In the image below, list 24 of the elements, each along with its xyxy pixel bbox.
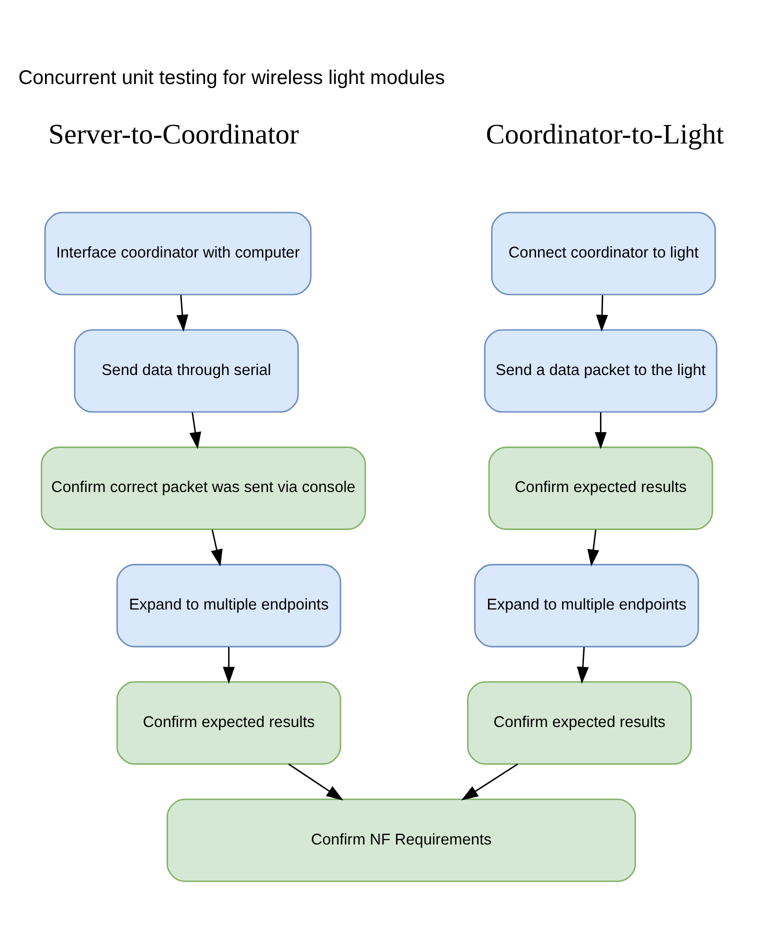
label: Coordinator-to-Light [486, 118, 724, 150]
node-box: Send data through serial [74, 328, 299, 412]
diagram-title: Concurrent unit testing for wireless light modules [18, 66, 445, 89]
arrow [461, 763, 518, 800]
node-box: Interface coordinator with computer [44, 211, 312, 295]
arrow [587, 529, 600, 566]
node-box: Send a data packet to the light [484, 328, 718, 412]
node-box: Confirm expected results [467, 680, 692, 764]
label: Server-to-Coordinator [48, 118, 299, 150]
node-box: Confirm correct packet was sent via console [40, 446, 366, 530]
arrow [210, 529, 223, 566]
arrow [189, 412, 202, 449]
node-box: Connect coordinator to light [491, 211, 716, 295]
node-box: Expand to multiple endpoints [474, 563, 699, 647]
arrow [222, 646, 235, 684]
node-box: Confirm expected results [488, 446, 714, 530]
arrow [288, 763, 344, 800]
node-box: Expand to multiple endpoints [116, 563, 342, 647]
arrow [576, 646, 589, 684]
node-box: Confirm NF Requirements [166, 798, 636, 882]
arrow [594, 412, 607, 449]
arrow [176, 294, 188, 332]
node-box: Confirm expected results [116, 680, 342, 764]
arrow [596, 294, 608, 332]
